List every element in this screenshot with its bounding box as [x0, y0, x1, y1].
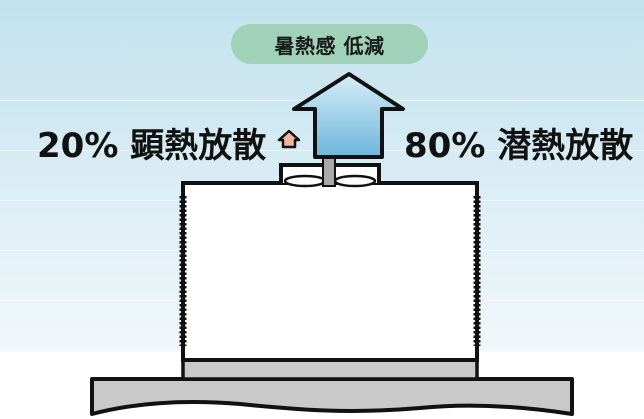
base-plate [181, 358, 479, 381]
fan-disc-right [333, 174, 377, 188]
ground-slab [90, 377, 574, 416]
sensible-heat-label: 20% 顕熱放散 [37, 126, 267, 166]
heat-reduction-banner: 暑熱感 低減 [231, 24, 428, 64]
large-up-arrow-icon [292, 72, 405, 159]
center-post [322, 154, 336, 187]
latent-heat-label: 80% 潜熱放散 [404, 126, 634, 166]
small-up-arrow-icon [277, 129, 301, 149]
banner-text: 暑熱感 低減 [274, 33, 385, 58]
device-body [181, 181, 479, 362]
fan-disc-left [283, 174, 327, 188]
